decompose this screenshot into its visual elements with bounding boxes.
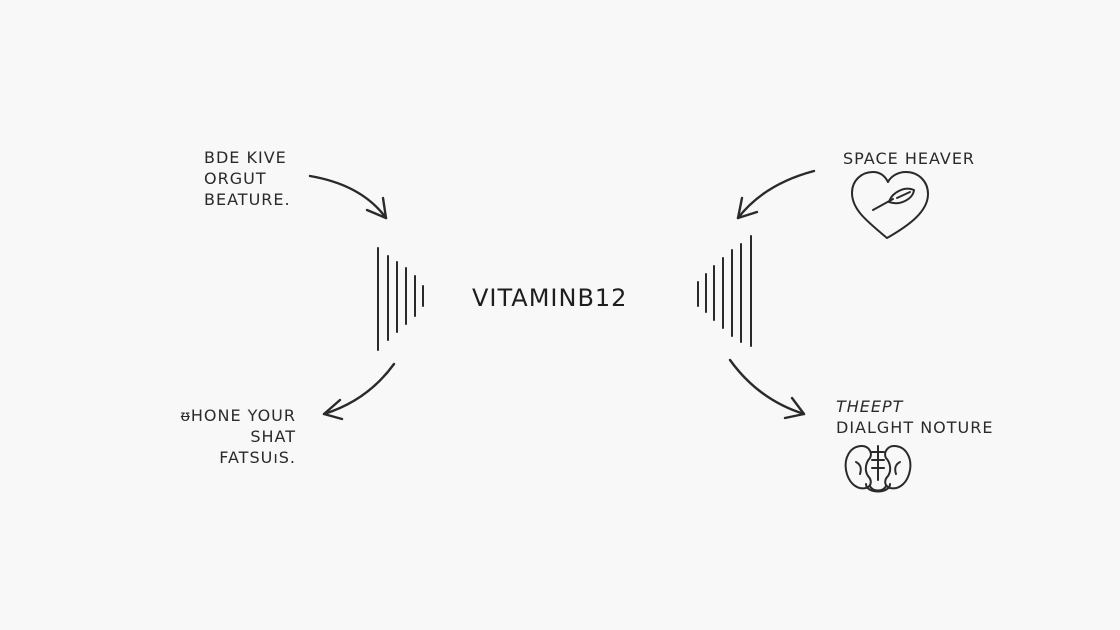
arrow-top-left <box>308 174 388 220</box>
arrow-bottom-right <box>728 358 806 420</box>
top-right-label: SPACE HEAVER <box>843 148 975 169</box>
bottom-right-line-1: THEEPT <box>836 397 904 416</box>
bottom-right-label: THEEPT DIALGHT NOTURE <box>836 396 993 438</box>
bottom-left-line-3: FATSUıS. <box>219 448 296 467</box>
top-left-line-3: BEATURE. <box>204 190 291 209</box>
top-left-label: BDE KIVE ORGUT BEATURE. <box>204 147 304 210</box>
bottom-left-line-2: SHAT <box>250 427 296 446</box>
bottom-right-line-2: DIALGHT NOTURE <box>836 418 994 437</box>
right-wave-bars <box>697 235 752 347</box>
kidneys-organ-icon <box>844 445 912 493</box>
left-wave-bars <box>377 247 424 351</box>
top-left-line-1: BDE KIVE <box>204 148 287 167</box>
heart-with-leaf-icon <box>851 171 929 239</box>
center-title: VITAMINB12 <box>472 284 628 312</box>
top-right-line-1: SPACE HEAVER <box>843 149 976 168</box>
top-left-line-2: ORGUT <box>204 169 267 188</box>
arrow-bottom-left <box>322 362 396 421</box>
bottom-left-line-1: ᵿHONE YOUR <box>180 406 296 425</box>
arrow-top-right <box>736 169 816 220</box>
bottom-left-label: ᵿHONE YOUR SHAT FATSUıS. <box>158 405 296 468</box>
